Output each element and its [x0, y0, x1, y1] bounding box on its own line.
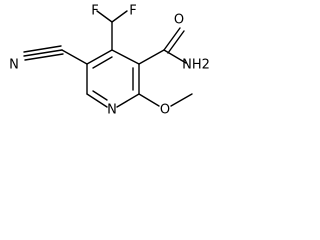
molecule-svg: N F F O NH2 N O [9, 4, 210, 118]
cf-bond-right [111, 10, 128, 23]
ring-bond-c5-c4 [86, 49, 113, 65]
ring-double-c5-c4 [92, 56, 113, 69]
fluorine-left-label: F [91, 4, 98, 19]
nitrile-triple-bond-3 [24, 53, 64, 61]
carbonyl-bond-2 [167, 30, 185, 54]
methoxy-c-bond [170, 93, 193, 107]
cf-bond-left [96, 10, 113, 23]
amide-c-bond [138, 49, 165, 65]
ring-bond-c2-n1 [116, 93, 140, 108]
fluorine-right-label: F [129, 4, 136, 19]
structure-diagram: N F F O NH2 N O [0, 0, 238, 158]
amide-nh2-label: NH2 [182, 58, 210, 73]
nitrile-triple-bond-2 [23, 45, 62, 53]
amide-n-bond [163, 49, 187, 64]
methoxy-o-bond [138, 93, 160, 107]
ring-double-n1-c6 [92, 90, 108, 101]
nitrile-triple-bond-1 [23, 49, 63, 57]
ring-bond-n1-c6 [86, 93, 108, 108]
ring-n-label: N [107, 103, 117, 118]
nitrile-n-label: N [9, 58, 19, 73]
nitrile-single-bond [61, 49, 88, 65]
methoxy-o-label: O [160, 103, 170, 118]
carbonyl-o-label: O [174, 13, 184, 28]
ring-bond-c4-c3 [111, 49, 140, 65]
carbonyl-bond-1 [163, 27, 181, 51]
